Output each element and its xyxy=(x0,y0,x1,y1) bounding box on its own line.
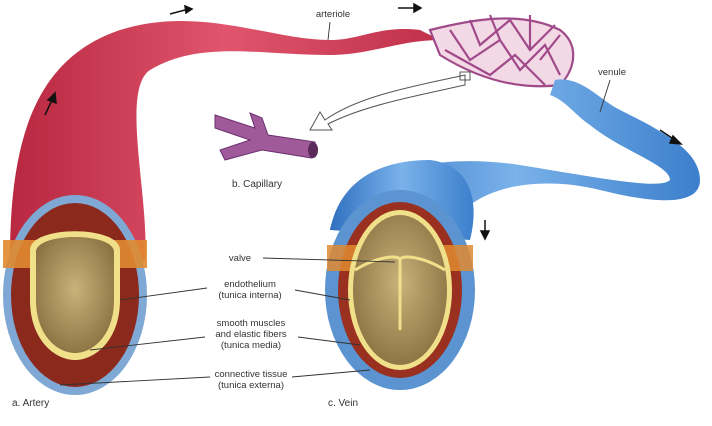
label-smooth-muscles: smooth muscles xyxy=(217,318,286,329)
label-venule: venule xyxy=(598,67,626,78)
label-vein: c. Vein xyxy=(328,398,358,409)
label-capillary: b. Capillary xyxy=(232,179,282,190)
leader-lines xyxy=(59,21,611,386)
label-connective-tissue: connective tissue xyxy=(215,369,288,380)
zoom-arrow xyxy=(309,74,466,131)
artery-cross-section xyxy=(3,195,147,395)
capillary-network xyxy=(428,14,575,88)
capillary-illustration xyxy=(214,112,318,161)
label-artery: a. Artery xyxy=(12,398,49,409)
vein-cross-section xyxy=(325,190,475,390)
label-tunica-media: (tunica media) xyxy=(221,340,281,351)
label-tunica-interna: (tunica interna) xyxy=(218,290,281,301)
flow-arrows xyxy=(44,2,683,241)
artery-tube xyxy=(10,20,440,261)
label-tunica-externa: (tunica externa) xyxy=(218,380,284,391)
label-arteriole: arteriole xyxy=(316,9,350,20)
label-valve: valve xyxy=(229,253,251,264)
label-endothelium: endothelium xyxy=(224,279,276,290)
label-elastic-fibers: and elastic fibers xyxy=(215,329,287,340)
